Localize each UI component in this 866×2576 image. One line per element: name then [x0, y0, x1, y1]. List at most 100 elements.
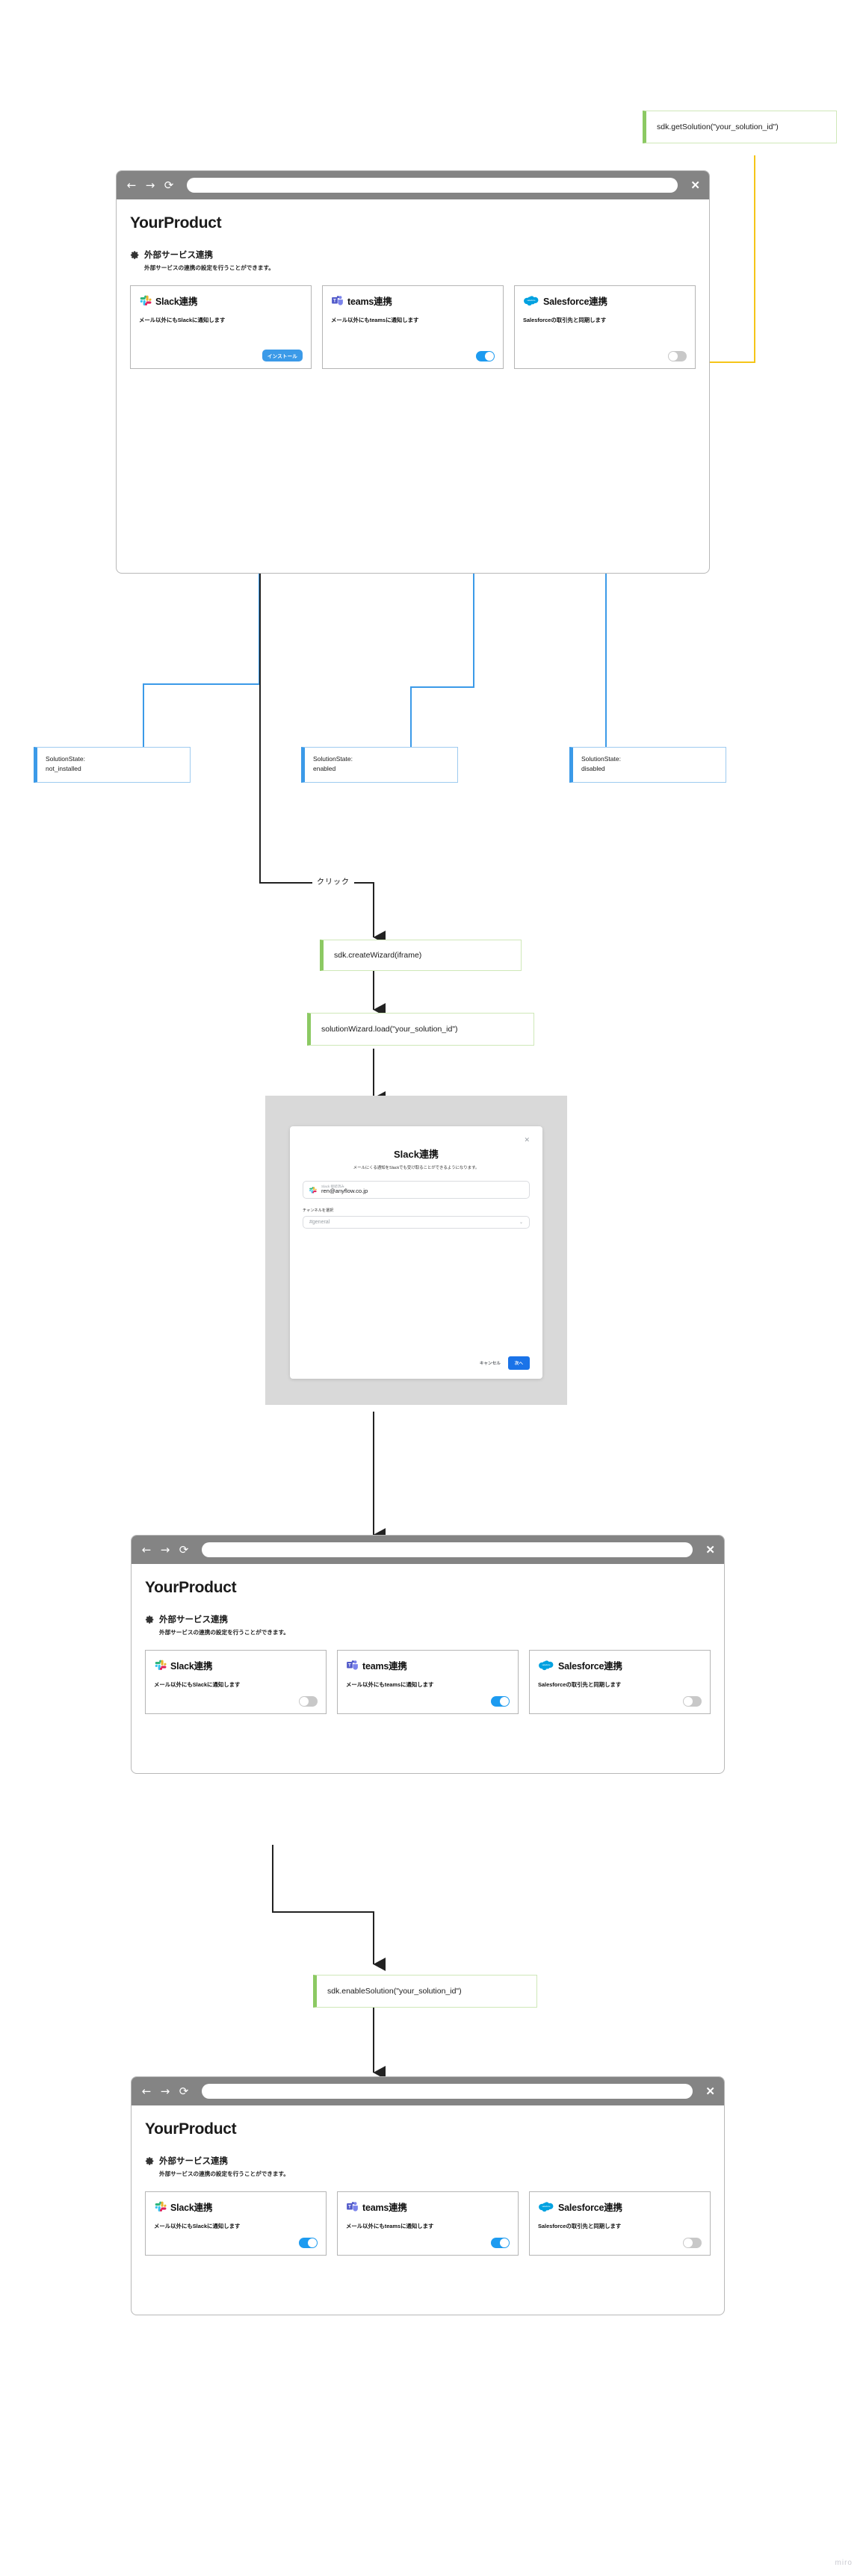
- card-description: メール以外にもSlackに通知します: [154, 2223, 241, 2229]
- teams-logo-icon: T: [332, 296, 343, 305]
- teams-toggle[interactable]: [491, 1696, 510, 1707]
- svg-text:salesforce: salesforce: [542, 1664, 551, 1666]
- card-header: Slack連携: [139, 294, 303, 308]
- card-footer: [331, 344, 495, 361]
- section-title: 外部サービス連携: [144, 251, 213, 260]
- state-box-disabled: SolutionState: disabled: [569, 747, 726, 783]
- page-title: YourProduct: [130, 214, 222, 232]
- close-icon[interactable]: ✕: [524, 1136, 530, 1143]
- reload-icon[interactable]: ⟳: [164, 178, 174, 192]
- forward-arrow-icon[interactable]: →: [160, 2084, 170, 2098]
- back-arrow-icon[interactable]: ←: [126, 178, 137, 192]
- reload-icon[interactable]: ⟳: [179, 2084, 189, 2098]
- card-slack-2[interactable]: Slack連携 メール以外にもSlackに通知します: [145, 1650, 327, 1714]
- gear-icon: [130, 250, 139, 259]
- code-box-create-wizard: sdk.createWizard(iframe): [320, 940, 522, 971]
- state-value: disabled: [581, 765, 605, 773]
- address-bar[interactable]: [202, 2084, 693, 2099]
- slack-toggle[interactable]: [299, 1696, 318, 1707]
- forward-arrow-icon[interactable]: →: [145, 178, 155, 192]
- page-title: YourProduct: [145, 1579, 237, 1596]
- teams-toggle[interactable]: [476, 351, 495, 361]
- integration-cards-3: Slack連携 メール以外にもSlackに通知します T: [145, 2191, 711, 2256]
- card-salesforce-1[interactable]: salesforce Salesforce連携 Salesforceの取引先と同…: [514, 285, 696, 369]
- card-description: Salesforceの取引先と同期します: [538, 2223, 622, 2229]
- card-title: Salesforce連携: [558, 2203, 622, 2213]
- cancel-button[interactable]: キャンセル: [479, 1362, 501, 1366]
- state-box-enabled: SolutionState: enabled: [301, 747, 458, 783]
- card-salesforce-2[interactable]: salesforce Salesforce連携 Salesforceの取引先と同…: [529, 1650, 711, 1714]
- state-value: not_installed: [46, 765, 81, 773]
- close-icon[interactable]: ✕: [705, 1544, 715, 1557]
- svg-text:salesforce: salesforce: [528, 300, 536, 302]
- gear-icon: [145, 2156, 154, 2165]
- salesforce-toggle[interactable]: [668, 351, 687, 361]
- code-text: sdk.createWizard(iframe): [334, 951, 422, 960]
- section-header: 外部サービス連携: [130, 249, 696, 261]
- svg-text:T: T: [348, 2204, 351, 2209]
- svg-text:salesforce: salesforce: [542, 2206, 551, 2208]
- browser-content-1: YourProduct 外部サービス連携 外部サービスの連携の設定を行うことがで…: [117, 199, 709, 384]
- browser-content-2: YourProduct 外部サービス連携 外部サービスの連携の設定を行うことがで…: [132, 1564, 724, 1729]
- reload-icon[interactable]: ⟳: [179, 1542, 189, 1557]
- toggle-knob: [669, 352, 678, 361]
- salesforce-toggle[interactable]: [683, 2238, 702, 2248]
- section-subtitle: 外部サービスの連携の設定を行うことができます。: [159, 1629, 289, 1636]
- card-footer: [346, 2230, 510, 2248]
- browser-toolbar-3: ← → ⟳ ✕: [132, 2077, 724, 2105]
- teams-toggle[interactable]: [491, 2238, 510, 2248]
- browser-window-2: ← → ⟳ ✕ YourProduct 外部サービス連携 外部サービスの連携の設…: [131, 1535, 725, 1774]
- card-title: Slack連携: [155, 297, 198, 307]
- card-slack-3[interactable]: Slack連携 メール以外にもSlackに通知します: [145, 2191, 327, 2256]
- card-teams-1[interactable]: T teams連携 メール以外にもteamsに通知します: [322, 285, 504, 369]
- section-title: 外部サービス連携: [159, 2157, 228, 2166]
- back-arrow-icon[interactable]: ←: [141, 2084, 152, 2098]
- card-title: Salesforce連携: [543, 297, 607, 307]
- integration-cards-1: Slack連携 メール以外にもSlackに通知します インストール T: [130, 285, 696, 369]
- card-footer: インストール: [139, 342, 303, 361]
- next-button[interactable]: 次へ: [507, 1356, 530, 1370]
- browser-window-3: ← → ⟳ ✕ YourProduct 外部サービス連携 外部サービスの連携の設…: [131, 2076, 725, 2315]
- card-header: salesforce Salesforce連携: [538, 2200, 702, 2214]
- card-title: Salesforce連携: [558, 1661, 622, 1672]
- card-header: T teams連携: [346, 2200, 510, 2214]
- back-arrow-icon[interactable]: ←: [141, 1542, 152, 1557]
- svg-text:T: T: [333, 298, 336, 303]
- card-slack-1[interactable]: Slack連携 メール以外にもSlackに通知します インストール: [130, 285, 312, 369]
- card-description: メール以外にもteamsに通知します: [346, 1681, 434, 1688]
- state-label: SolutionState:: [313, 755, 353, 763]
- account-status: Slack 接続済み: [321, 1185, 344, 1188]
- card-salesforce-3[interactable]: salesforce Salesforce連携 Salesforceの取引先と同…: [529, 2191, 711, 2256]
- close-icon[interactable]: ✕: [690, 179, 700, 192]
- section-subtitle: 外部サービスの連携の設定を行うことができます。: [144, 264, 274, 271]
- teams-logo-icon: T: [347, 1660, 358, 1670]
- chevron-down-icon: ⌄: [519, 1220, 523, 1225]
- click-label: クリック: [312, 875, 354, 887]
- slack-account-field[interactable]: Slack 接続済み ren@anyflow.co.jp: [303, 1181, 530, 1199]
- card-description: メール以外にもteamsに通知します: [346, 2223, 434, 2229]
- address-bar[interactable]: [187, 178, 678, 193]
- channel-select[interactable]: #general ⌄: [303, 1216, 530, 1229]
- card-title: Slack連携: [170, 1661, 213, 1672]
- close-icon[interactable]: ✕: [705, 2085, 715, 2098]
- teams-logo-icon: T: [347, 2202, 358, 2212]
- forward-arrow-icon[interactable]: →: [160, 1542, 170, 1557]
- browser-window-1: ← → ⟳ ✕ YourProduct 外部サービス連携 外部サービスの連携の設…: [116, 170, 710, 574]
- card-title: teams連携: [347, 297, 392, 307]
- card-title: teams連携: [362, 1661, 407, 1672]
- card-teams-2[interactable]: T teams連携 メール以外にもteamsに通知します: [337, 1650, 519, 1714]
- card-description: メール以外にもSlackに通知します: [139, 317, 226, 323]
- salesforce-toggle[interactable]: [683, 1696, 702, 1707]
- toggle-knob: [300, 1697, 309, 1706]
- salesforce-logo-icon: salesforce: [539, 2202, 554, 2212]
- code-text: sdk.getSolution("your_solution_id"): [657, 122, 779, 131]
- modal-subtitle: メールにくる通知をSlackでも受け取ることができるようになります。: [353, 1166, 480, 1170]
- address-bar[interactable]: [202, 1542, 693, 1557]
- slack-toggle[interactable]: [299, 2238, 318, 2248]
- card-teams-3[interactable]: T teams連携 メール以外にもteamsに通知します: [337, 2191, 519, 2256]
- section-subtitle: 外部サービスの連携の設定を行うことができます。: [159, 2170, 289, 2177]
- install-button[interactable]: インストール: [262, 350, 303, 361]
- card-footer: [154, 1689, 318, 1707]
- toggle-knob: [684, 1697, 693, 1706]
- card-header: Slack連携: [154, 1658, 318, 1672]
